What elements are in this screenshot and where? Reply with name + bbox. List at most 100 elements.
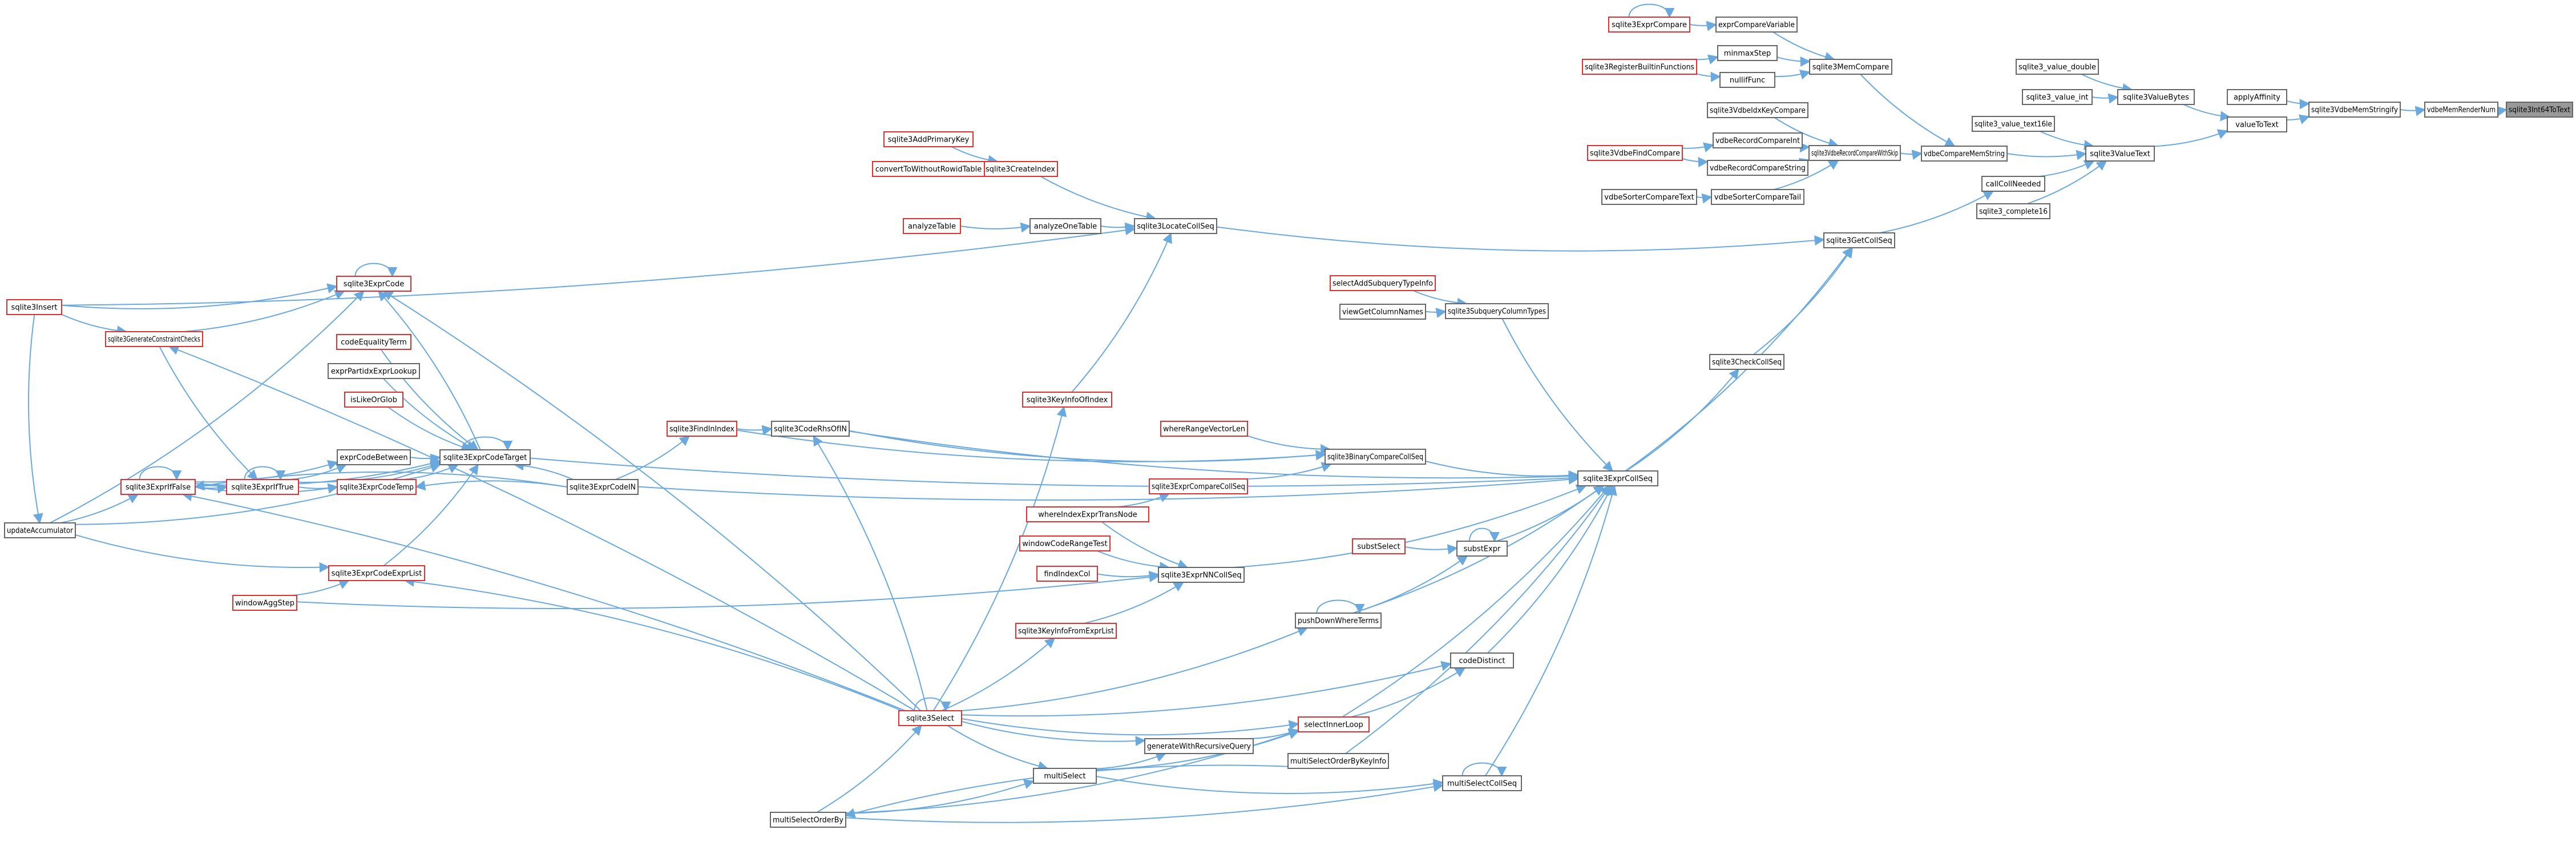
node-applyAffinity[interactable]: applyAffinity bbox=[2227, 89, 2287, 105]
node-exprCodeBetween[interactable]: exprCodeBetween bbox=[337, 449, 411, 465]
node-label: substExpr bbox=[1464, 545, 1501, 554]
node-sqlite3ExprCodeIN[interactable]: sqlite3ExprCodeIN bbox=[567, 479, 639, 495]
edge-n46-to-n44 bbox=[1097, 570, 1160, 581]
node-label: sqlite3ExprCodeTemp bbox=[340, 484, 414, 492]
node-sqlite3ExprCodeExprList[interactable]: sqlite3ExprCodeExprList bbox=[328, 565, 425, 581]
node-vdbeRecordCompareInt[interactable]: vdbeRecordCompareInt bbox=[1713, 132, 1803, 148]
node-callCollNeeded[interactable]: callCollNeeded bbox=[1981, 176, 2045, 192]
node-substSelect[interactable]: substSelect bbox=[1352, 538, 1406, 554]
node-sqlite3SubqueryColumnTypes[interactable]: sqlite3SubqueryColumnTypes bbox=[1445, 303, 1549, 319]
node-sqlite3KeyInfoOfIndex[interactable]: sqlite3KeyInfoOfIndex bbox=[1022, 392, 1112, 408]
node-multiSelectCollSeq[interactable]: multiSelectCollSeq bbox=[1442, 775, 1522, 791]
node-sqlite3AddPrimaryKey[interactable]: sqlite3AddPrimaryKey bbox=[883, 131, 974, 147]
node-sqlite3CreateIndex[interactable]: sqlite3CreateIndex bbox=[983, 161, 1058, 177]
node-sqlite3_complete16[interactable]: sqlite3_complete16 bbox=[1976, 203, 2050, 219]
node-sqlite3CodeRhsOfIN[interactable]: sqlite3CodeRhsOfIN bbox=[771, 421, 850, 437]
edge-n28-to-n27 bbox=[1040, 176, 1157, 222]
node-pushDownWhereTerms[interactable]: pushDownWhereTerms bbox=[1295, 613, 1382, 629]
node-codeEqualityTerm[interactable]: codeEqualityTerm bbox=[336, 334, 411, 350]
node-label: valueToText bbox=[2235, 121, 2279, 130]
node-nullifFunc[interactable]: nullifFunc bbox=[1719, 72, 1775, 88]
node-box bbox=[232, 595, 297, 611]
node-vdbeRecordCompareString[interactable]: vdbeRecordCompareString bbox=[1707, 160, 1808, 176]
node-sqlite3_value_double[interactable]: sqlite3_value_double bbox=[2016, 59, 2099, 75]
node-selectAddSubqueryTypeInfo[interactable]: selectAddSubqueryTypeInfo bbox=[1330, 275, 1436, 291]
edge-n41-to-n40 bbox=[1247, 435, 1331, 454]
node-sqlite3Insert[interactable]: sqlite3Insert bbox=[6, 299, 62, 315]
node-valueToText[interactable]: valueToText bbox=[2227, 116, 2287, 132]
edge-n29-to-n28 bbox=[951, 146, 999, 166]
node-substExpr[interactable]: substExpr bbox=[1456, 541, 1508, 557]
edge-n74-to-n71 bbox=[845, 779, 1035, 814]
node-label: sqlite3CreateIndex bbox=[986, 166, 1055, 174]
node-sqlite3ExprIfFalse[interactable]: sqlite3ExprIfFalse bbox=[120, 479, 196, 495]
node-multiSelect[interactable]: multiSelect bbox=[1033, 768, 1097, 784]
node-multiSelectOrderByKeyInfo[interactable]: multiSelectOrderByKeyInfo bbox=[1287, 753, 1389, 769]
node-sqlite3GenerateConstraintChecks[interactable]: sqlite3GenerateConstraintChecks bbox=[105, 331, 203, 347]
node-viewGetColumnNames[interactable]: viewGetColumnNames bbox=[1339, 304, 1426, 320]
node-isLikeOrGlob[interactable]: isLikeOrGlob bbox=[344, 392, 403, 408]
node-label: applyAffinity bbox=[2234, 94, 2280, 102]
node-sqlite3GetCollSeq[interactable]: sqlite3GetCollSeq bbox=[1823, 232, 1895, 248]
node-sqlite3ExprCollSeq[interactable]: sqlite3ExprCollSeq bbox=[1577, 470, 1658, 486]
node-exprPartidxExprLookup[interactable]: exprPartidxExprLookup bbox=[328, 363, 420, 379]
node-sqlite3BinaryCompareCollSeq[interactable]: sqlite3BinaryCompareCollSeq bbox=[1325, 449, 1426, 465]
node-sqlite3VdbeFindCompare[interactable]: sqlite3VdbeFindCompare bbox=[1587, 145, 1683, 161]
node-sqlite3VdbeRecordCompareWithSkip[interactable]: sqlite3VdbeRecordCompareWithSkip bbox=[1808, 145, 1901, 161]
node-sqlite3ExprCompareCollSeq[interactable]: sqlite3ExprCompareCollSeq bbox=[1149, 478, 1248, 494]
node-whereRangeVectorLen[interactable]: whereRangeVectorLen bbox=[1160, 421, 1248, 437]
edge-n62-to-n51 bbox=[61, 283, 338, 309]
node-sqlite3FindInIndex[interactable]: sqlite3FindInIndex bbox=[667, 421, 737, 437]
node-sqlite3ExprCodeTemp[interactable]: sqlite3ExprCodeTemp bbox=[337, 479, 417, 495]
node-box bbox=[1601, 189, 1697, 205]
node-vdbeCompareMemString[interactable]: vdbeCompareMemString bbox=[1921, 146, 2008, 162]
node-windowAggStep[interactable]: windowAggStep bbox=[232, 595, 297, 611]
node-box bbox=[1036, 566, 1098, 582]
node-sqlite3Select[interactable]: sqlite3Select bbox=[898, 710, 962, 726]
node-sqlite3ExprCodeTarget[interactable]: sqlite3ExprCodeTarget bbox=[439, 449, 531, 465]
node-sqlite3LocateCollSeq[interactable]: sqlite3LocateCollSeq bbox=[1134, 218, 1217, 234]
node-convertToWithoutRowidTable[interactable]: convertToWithoutRowidTable bbox=[872, 161, 985, 177]
node-sqlite3Int64ToText[interactable]: sqlite3Int64ToText bbox=[2506, 102, 2573, 118]
node-selectInnerLoop[interactable]: selectInnerLoop bbox=[1298, 716, 1370, 732]
node-windowCodeRangeTest[interactable]: windowCodeRangeTest bbox=[1019, 535, 1111, 551]
node-sqlite3ExprCompare[interactable]: sqlite3ExprCompare bbox=[1608, 17, 1690, 33]
node-sqlite3ExprNNCollSeq[interactable]: sqlite3ExprNNCollSeq bbox=[1158, 567, 1245, 583]
node-minmaxStep[interactable]: minmaxStep bbox=[1717, 45, 1778, 61]
node-sqlite3RegisterBuiltinFunctions[interactable]: sqlite3RegisterBuiltinFunctions bbox=[1582, 59, 1697, 75]
node-box bbox=[6, 299, 62, 315]
edge-n34-to-n48 bbox=[813, 435, 928, 711]
edge-n8-to-n4 bbox=[2154, 129, 2228, 147]
node-multiSelectOrderBy[interactable]: multiSelectOrderBy bbox=[770, 812, 846, 828]
node-sqlite3VdbeMemStringify[interactable]: sqlite3VdbeMemStringify bbox=[2308, 102, 2401, 118]
node-vdbeMemRenderNum[interactable]: vdbeMemRenderNum bbox=[2424, 102, 2498, 118]
node-exprCompareVariable[interactable]: exprCompareVariable bbox=[1715, 17, 1798, 33]
node-box bbox=[1976, 203, 2050, 219]
node-analyzeOneTable[interactable]: analyzeOneTable bbox=[1029, 218, 1101, 234]
node-label: sqlite3ExprCode bbox=[344, 280, 404, 289]
node-sqlite3MemCompare[interactable]: sqlite3MemCompare bbox=[1809, 59, 1892, 75]
node-sqlite3_value_int[interactable]: sqlite3_value_int bbox=[2022, 89, 2093, 105]
node-label: updateAccumulator bbox=[7, 527, 74, 535]
node-vdbeSorterCompareTail[interactable]: vdbeSorterCompareTail bbox=[1711, 189, 1804, 205]
node-sqlite3ValueBytes[interactable]: sqlite3ValueBytes bbox=[2117, 89, 2195, 105]
node-analyzeTable[interactable]: analyzeTable bbox=[903, 218, 961, 234]
node-sqlite3ExprIfTrue[interactable]: sqlite3ExprIfTrue bbox=[226, 479, 299, 495]
node-vdbeSorterCompareText[interactable]: vdbeSorterCompareText bbox=[1601, 189, 1697, 205]
node-box bbox=[1287, 753, 1389, 769]
node-findIndexCol[interactable]: findIndexCol bbox=[1036, 566, 1098, 582]
node-label: sqlite3KeyInfoFromExprList bbox=[1018, 627, 1114, 636]
node-sqlite3ExprCode[interactable]: sqlite3ExprCode bbox=[336, 276, 411, 292]
node-whereIndexExprTransNode[interactable]: whereIndexExprTransNode bbox=[1026, 506, 1149, 522]
node-codeDistinct[interactable]: codeDistinct bbox=[1450, 652, 1514, 668]
node-sqlite3_value_text16le[interactable]: sqlite3_value_text16le bbox=[1972, 116, 2055, 132]
edge-n74-to-n73 bbox=[845, 782, 1444, 823]
node-sqlite3KeyInfoFromExprList[interactable]: sqlite3KeyInfoFromExprList bbox=[1015, 623, 1117, 639]
node-box bbox=[1715, 17, 1798, 33]
node-generateWithRecursiveQuery[interactable]: generateWithRecursiveQuery bbox=[1144, 738, 1254, 754]
node-updateAccumulator[interactable]: updateAccumulator bbox=[4, 522, 76, 538]
node-sqlite3ValueText[interactable]: sqlite3ValueText bbox=[2085, 146, 2155, 162]
node-sqlite3VdbeIdxKeyCompare[interactable]: sqlite3VdbeIdxKeyCompare bbox=[1707, 102, 1808, 118]
node-sqlite3CheckCollSeq[interactable]: sqlite3CheckCollSeq bbox=[1709, 354, 1784, 370]
